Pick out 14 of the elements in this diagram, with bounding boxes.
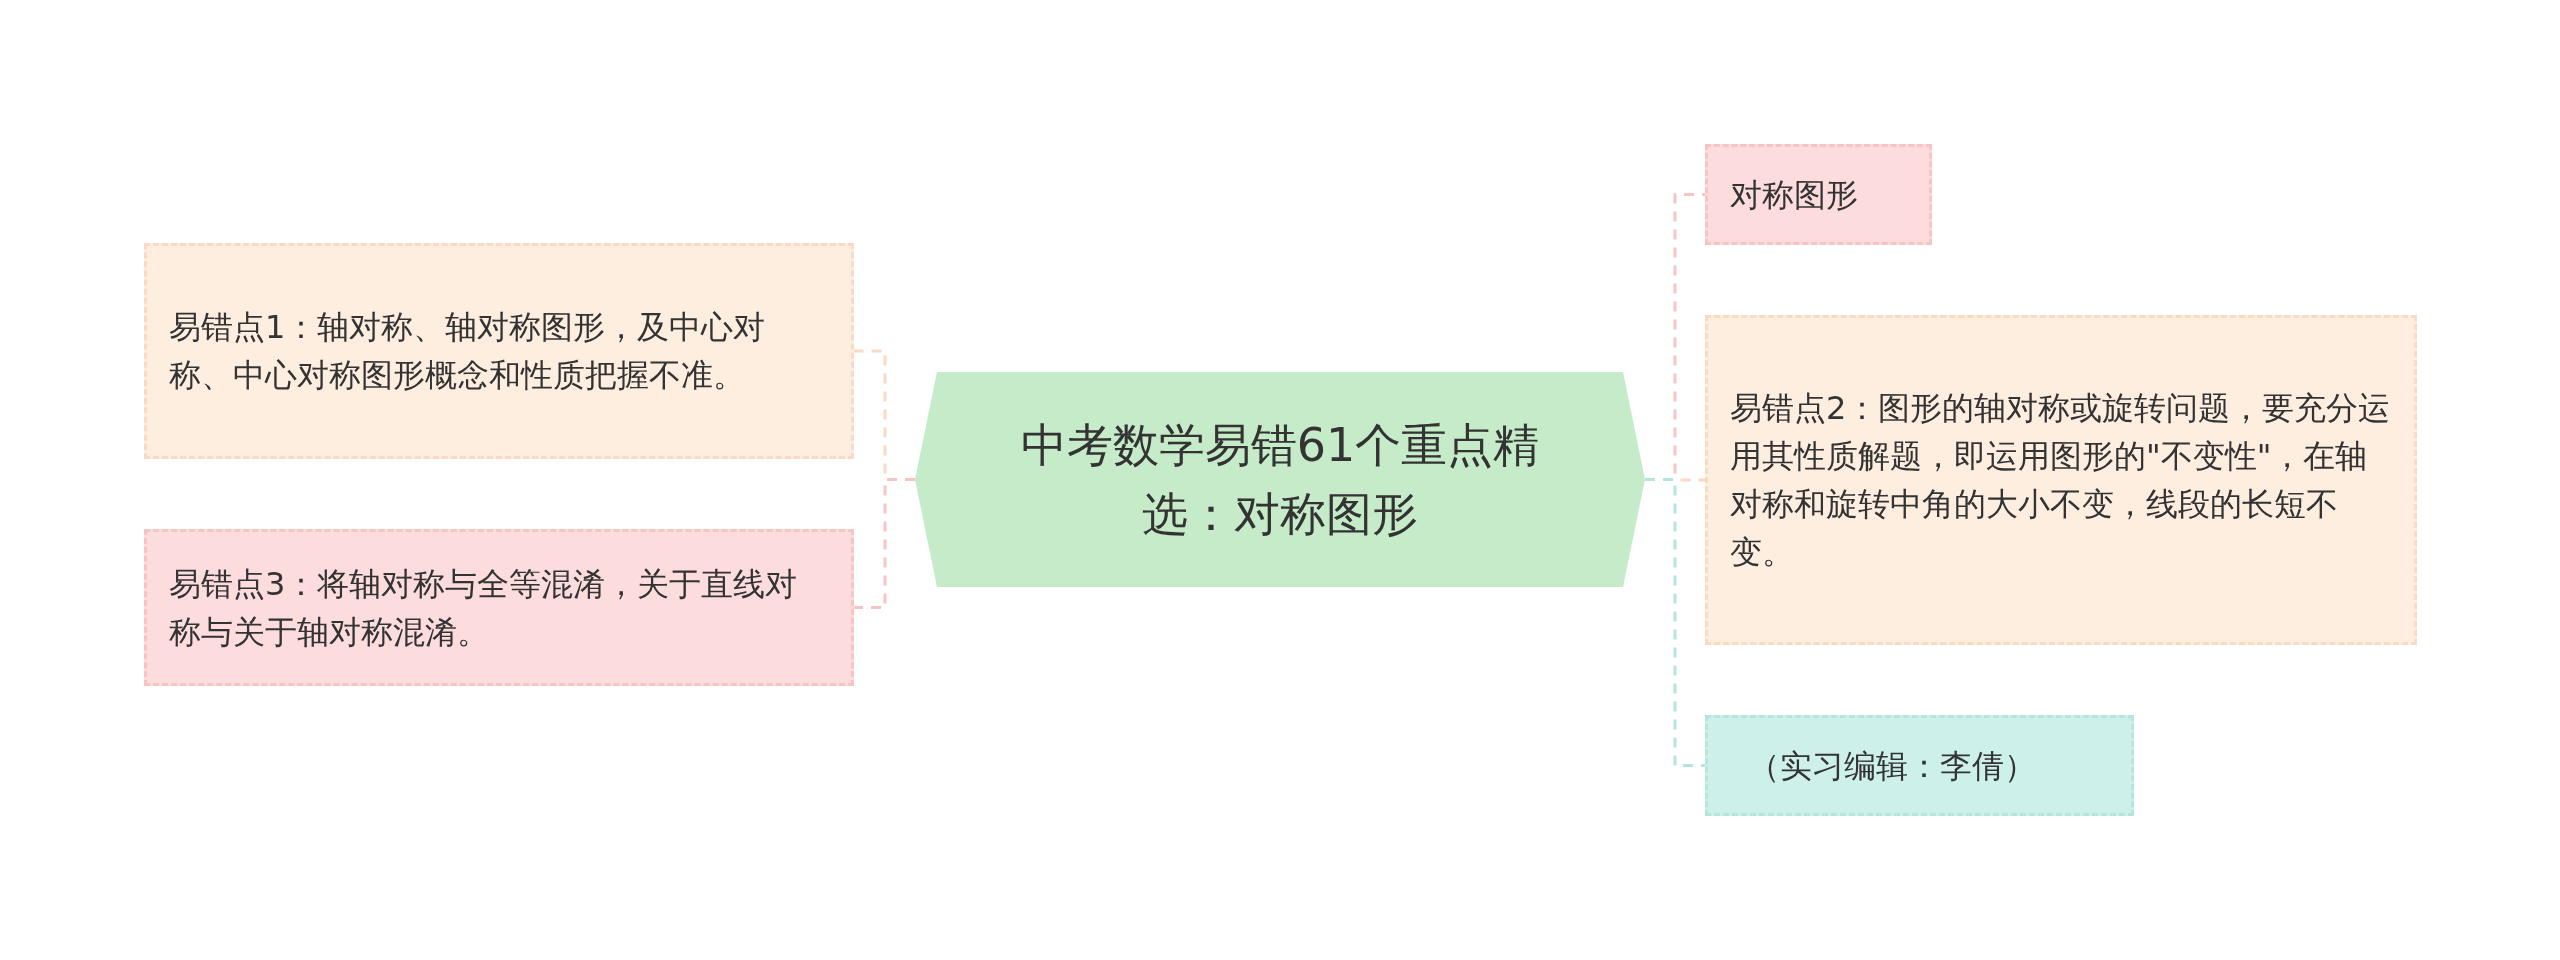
connector-line xyxy=(854,478,915,609)
node-text: 对称图形 xyxy=(1730,174,1859,216)
topic-hexagon xyxy=(915,372,1645,587)
node-text: 易错点1：轴对称、轴对称图形，及中心对称、中心对称图形概念和性质把握不准。 xyxy=(169,307,767,396)
topic-card xyxy=(144,529,854,686)
topic-card xyxy=(1705,715,2134,816)
node-text: 易错点2：图形的轴对称或旋转问题，要充分运用其性质解题，即运用图形的"不变性"，在轴对称和旋转中角的大小不变，线段的长短不变。 xyxy=(1730,388,2392,573)
node-text: （实习编辑：李倩） xyxy=(1748,745,2037,787)
node-text: 易错点3：将轴对称与全等混淆，关于直线对称与关于轴对称混淆。 xyxy=(169,563,799,653)
topic-card xyxy=(144,243,854,459)
node-text: 中考数学易错61个重点精选：对称图形 xyxy=(1019,416,1541,543)
topic-card xyxy=(1705,315,2417,645)
topic-card xyxy=(1705,144,1932,245)
connector-line xyxy=(1645,478,1705,767)
